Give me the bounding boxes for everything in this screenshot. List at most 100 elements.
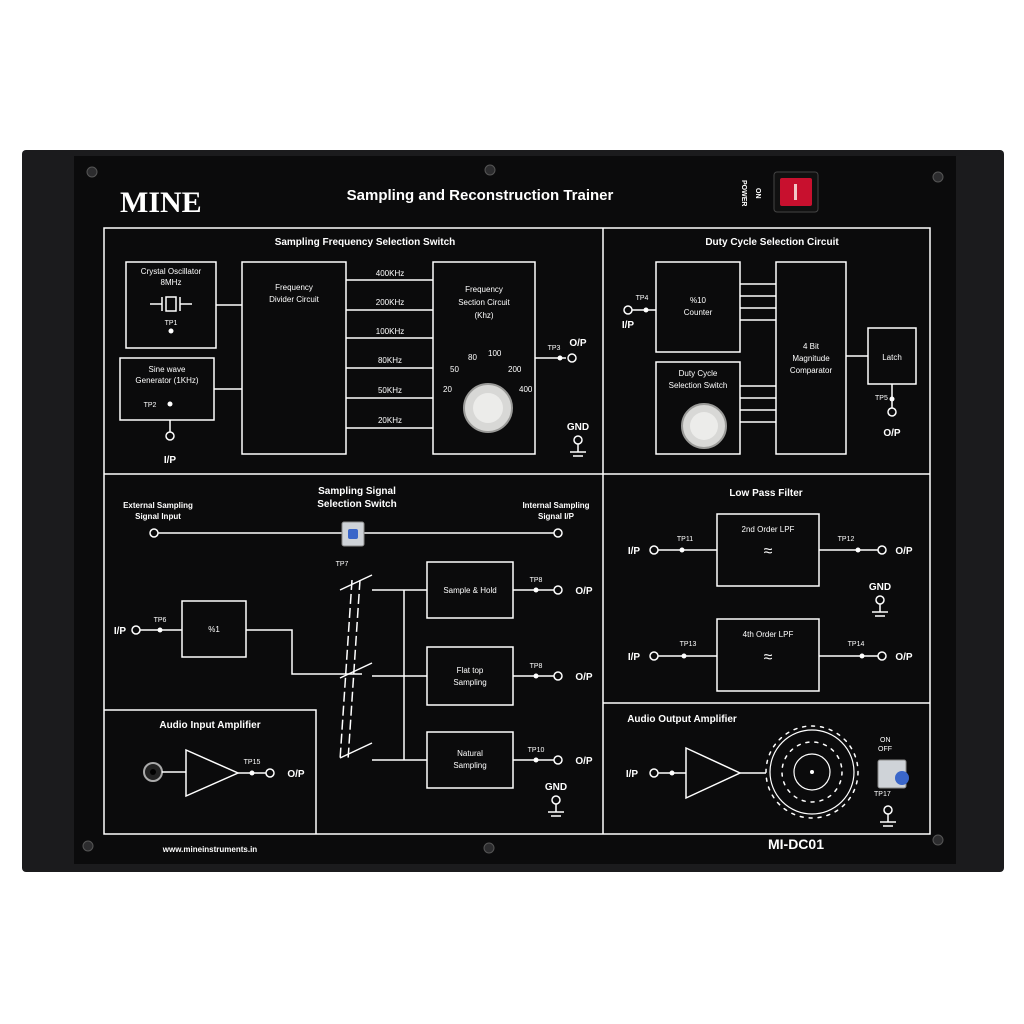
- natural-output-socket[interactable]: [553, 755, 563, 765]
- tp4-label: TP4: [636, 295, 649, 302]
- svg-text:2nd Order LPF: 2nd Order LPF: [742, 525, 795, 534]
- panel-title: Sampling and Reconstruction Trainer: [347, 187, 614, 204]
- test-point-tp15[interactable]: [249, 770, 255, 776]
- svg-text:O/P: O/P: [575, 756, 593, 767]
- crystal-icon: [150, 296, 192, 312]
- sine-output-socket[interactable]: [165, 431, 175, 441]
- counter-bus-lines: [740, 283, 776, 423]
- flat-top-output-socket[interactable]: [553, 671, 563, 681]
- svg-text:100KHz: 100KHz: [376, 327, 404, 336]
- svg-text:%10: %10: [690, 296, 707, 305]
- svg-text:Divider Circuit: Divider Circuit: [269, 295, 320, 304]
- duty-output-socket[interactable]: [887, 407, 897, 417]
- svg-text:50: 50: [450, 365, 459, 374]
- svg-text:Magnitude: Magnitude: [792, 354, 830, 363]
- tp17-label: TP17: [874, 791, 891, 798]
- tp2-label: TP2: [144, 402, 157, 409]
- comparator-block: [775, 261, 847, 455]
- test-point-tp5[interactable]: [889, 396, 895, 402]
- sampling-output-socket[interactable]: [567, 353, 577, 363]
- tp10-label: TP10: [528, 747, 545, 754]
- test-point-tp3[interactable]: [557, 355, 563, 361]
- brand-logo: MINE: [120, 186, 202, 219]
- svg-text:Signal Input: Signal Input: [135, 512, 181, 521]
- tp15-label: TP15: [244, 759, 261, 766]
- svg-text:80: 80: [468, 353, 477, 362]
- tp8-label: TP8: [530, 577, 543, 584]
- svg-text:Sine wave: Sine wave: [149, 365, 186, 374]
- sample-hold-output-socket[interactable]: [553, 585, 563, 595]
- filter-symbol-icon: ≈: [764, 543, 773, 560]
- svg-text:OFF: OFF: [878, 746, 892, 753]
- duty-selection-switch-block: [655, 361, 741, 455]
- test-point-tp8b[interactable]: [533, 673, 539, 679]
- counter-block: [655, 261, 741, 353]
- test-point-tp11[interactable]: [679, 547, 685, 553]
- screw-icon: [483, 842, 495, 854]
- tp13-label: TP13: [680, 641, 697, 648]
- svg-text:I/P: I/P: [114, 626, 127, 637]
- audio-in-output-socket[interactable]: [265, 768, 275, 778]
- lpf4-output-socket[interactable]: [877, 651, 887, 661]
- svg-text:4 Bit: 4 Bit: [803, 342, 820, 351]
- svg-text:200: 200: [508, 365, 522, 374]
- svg-text:Natural: Natural: [457, 749, 483, 758]
- screw-icon: [82, 840, 94, 852]
- svg-text:External Sampling: External Sampling: [123, 501, 193, 510]
- test-point-tp1[interactable]: [168, 328, 174, 334]
- svg-text:200KHz: 200KHz: [376, 298, 404, 307]
- svg-text:Sample & Hold: Sample & Hold: [443, 586, 496, 595]
- website-label: www.mineinstruments.in: [162, 845, 257, 854]
- audio-in-heading: Audio Input Amplifier: [159, 720, 260, 731]
- screw-icon: [86, 166, 98, 178]
- svg-text:%1: %1: [208, 625, 220, 634]
- svg-text:I/P: I/P: [622, 320, 635, 331]
- svg-text:GND: GND: [869, 582, 891, 593]
- ground-icon: [880, 805, 896, 827]
- test-point-tp12[interactable]: [855, 547, 861, 553]
- svg-text:Sampling: Sampling: [453, 761, 486, 770]
- svg-text:(Khz): (Khz): [474, 311, 493, 320]
- lpf2-output-socket[interactable]: [877, 545, 887, 555]
- ground-icon: [570, 435, 586, 457]
- external-sampling-socket[interactable]: [149, 528, 159, 538]
- svg-text:O/P: O/P: [895, 652, 913, 663]
- svg-text:Internal Sampling: Internal Sampling: [522, 501, 589, 510]
- svg-text:Selection Switch: Selection Switch: [317, 499, 396, 510]
- svg-text:Section Circuit: Section Circuit: [458, 298, 510, 307]
- sampling-freq-heading: Sampling Frequency Selection Switch: [275, 237, 456, 248]
- test-point-tp13[interactable]: [681, 653, 687, 659]
- svg-text:O/P: O/P: [575, 672, 593, 683]
- duty-cycle-heading: Duty Cycle Selection Circuit: [705, 237, 839, 248]
- tp14-label: TP14: [848, 641, 865, 648]
- test-point-tp2[interactable]: [167, 401, 173, 407]
- internal-sampling-socket[interactable]: [553, 528, 563, 538]
- svg-text:4th Order LPF: 4th Order LPF: [743, 630, 794, 639]
- svg-text:GND: GND: [545, 782, 567, 793]
- svg-text:O/P: O/P: [287, 769, 305, 780]
- svg-text:I/P: I/P: [626, 769, 639, 780]
- test-point-audio-out[interactable]: [669, 770, 675, 776]
- svg-text:8MHz: 8MHz: [161, 278, 182, 287]
- test-point-tp10[interactable]: [533, 757, 539, 763]
- svg-text:Signal I/P: Signal I/P: [538, 512, 575, 521]
- svg-text:Sampling Signal: Sampling Signal: [318, 486, 396, 497]
- speaker-icon: [765, 725, 859, 819]
- frequency-lines: [346, 279, 433, 429]
- svg-text:400KHz: 400KHz: [376, 269, 404, 278]
- svg-text:ON: ON: [880, 737, 891, 744]
- svg-text:Frequency: Frequency: [465, 285, 503, 294]
- svg-text:Counter: Counter: [684, 308, 713, 317]
- svg-text:Duty Cycle: Duty Cycle: [679, 369, 718, 378]
- svg-text:Comparator: Comparator: [790, 366, 833, 375]
- screw-icon: [932, 834, 944, 846]
- power-switch-mark: [794, 184, 797, 200]
- tp5-label: TP5: [875, 395, 888, 402]
- svg-text:I/P: I/P: [164, 455, 177, 466]
- screw-icon: [932, 171, 944, 183]
- tp7-label: TP7: [336, 561, 349, 568]
- test-point-tp14[interactable]: [859, 653, 865, 659]
- layout-frame: [103, 227, 931, 835]
- ground-icon: [872, 595, 888, 617]
- test-point-tp8[interactable]: [533, 587, 539, 593]
